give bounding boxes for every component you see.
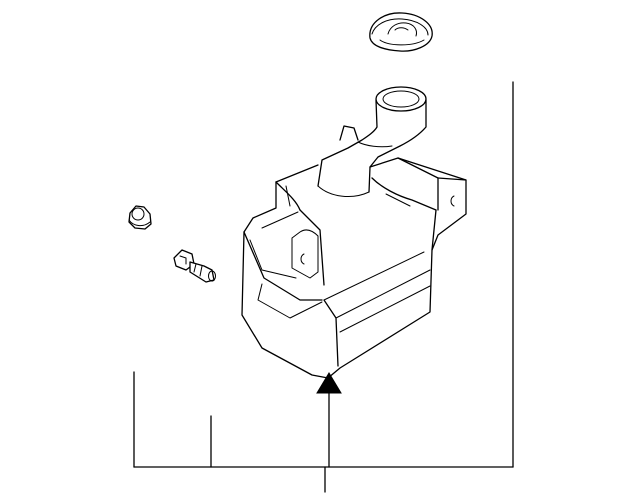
grommet — [128, 205, 152, 230]
callout-arrow-icon — [316, 372, 342, 394]
callout-leaders — [133, 81, 514, 493]
filler-neck — [317, 86, 427, 198]
filler-cap — [369, 12, 433, 52]
washer-pump-bolt — [173, 249, 216, 283]
reservoir-tank — [241, 157, 467, 379]
